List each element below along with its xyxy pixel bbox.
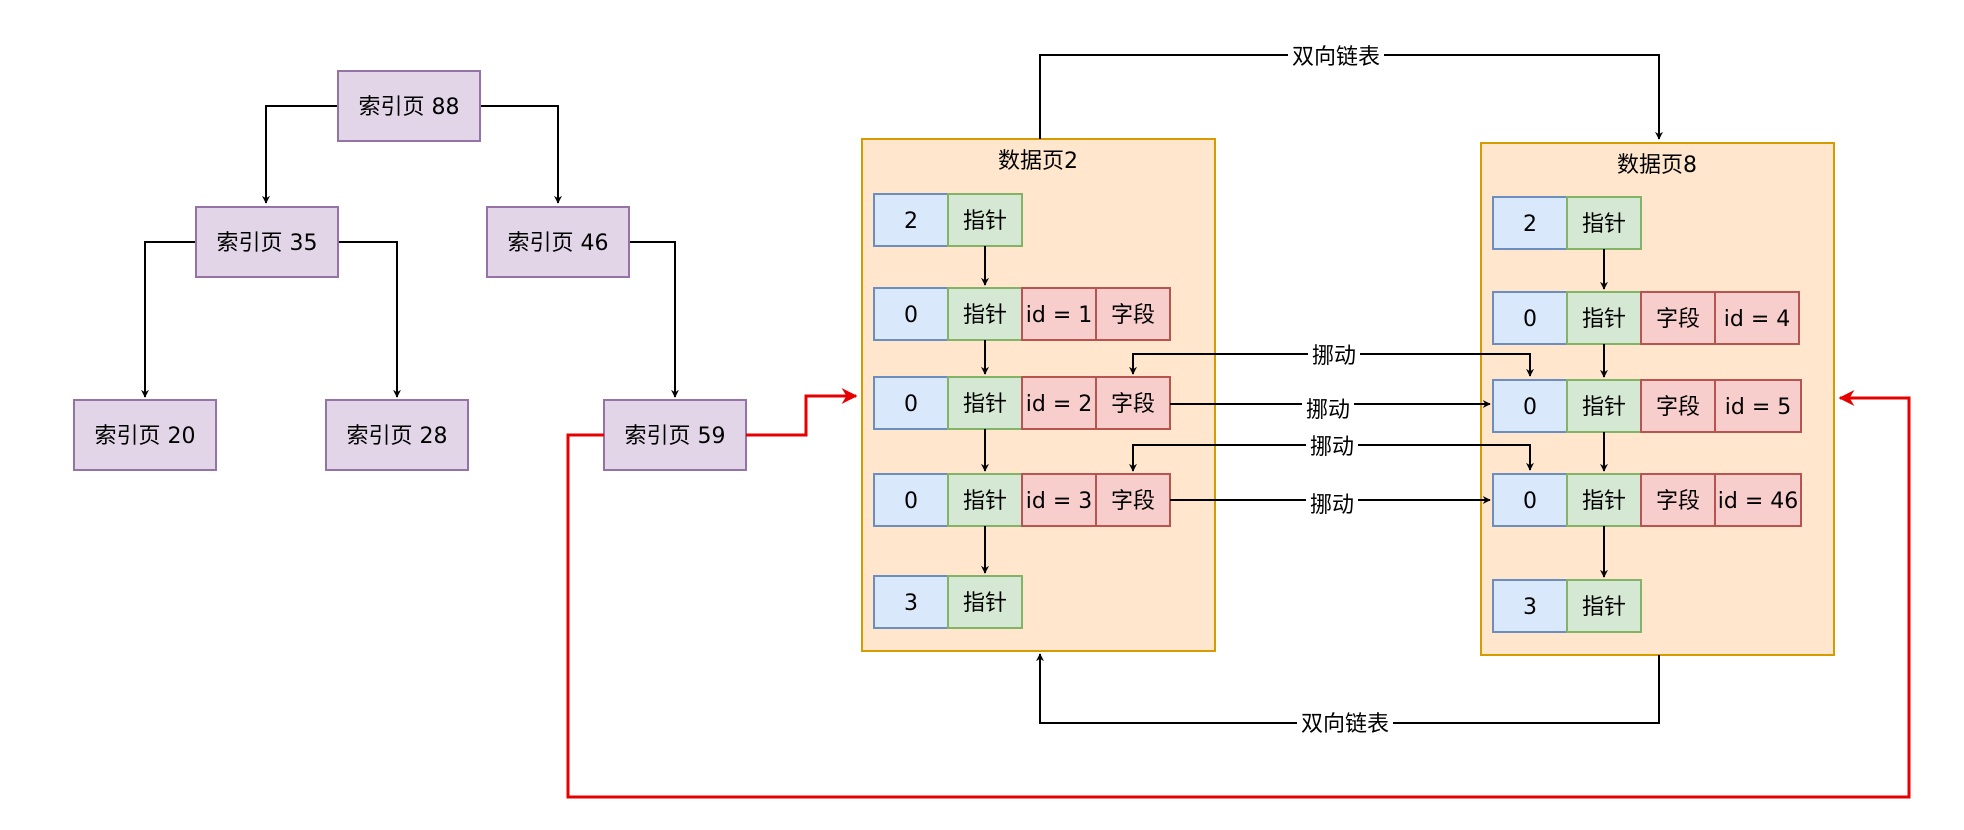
record-pointer: 指针 (963, 392, 1007, 417)
index-node-88: 索引页 88 (337, 70, 481, 142)
record-type: 3 (904, 591, 918, 616)
record-type: 0 (904, 392, 918, 417)
record-cell: id = 46 (1718, 489, 1799, 514)
index-node-28: 索引页 28 (325, 399, 469, 471)
record-type: 2 (1523, 212, 1537, 237)
record-pointer: 指针 (963, 209, 1007, 234)
page8-record-id5: 0 指针 字段 id = 5 (1492, 379, 1802, 433)
record-type: 0 (1523, 307, 1537, 332)
index-node-59: 索引页 59 (603, 399, 747, 471)
move-label: 挪动 (1310, 493, 1354, 518)
record-type: 0 (1523, 395, 1537, 420)
index-node-46: 索引页 46 (486, 206, 630, 278)
page8-record-supremum: 3 指针 (1492, 579, 1642, 633)
index-node-label: 索引页 20 (95, 424, 196, 449)
record-cell: id = 1 (1026, 303, 1093, 328)
record-cell: id = 3 (1026, 489, 1093, 514)
record-chain-edges (981, 246, 1608, 578)
record-cell: 字段 (1111, 392, 1155, 417)
page8-record-infimum: 2 指针 (1492, 196, 1642, 250)
page8-record-id46: 0 指针 字段 id = 46 (1492, 473, 1802, 527)
edge-88-to-35 (262, 105, 338, 204)
record-cell: 字段 (1656, 395, 1700, 420)
edge-35-to-20 (141, 241, 196, 398)
red-edge-59-to-page2 (746, 388, 858, 437)
edge-88-to-46 (480, 105, 562, 204)
record-pointer: 指针 (1582, 489, 1626, 514)
record-cell: 字段 (1111, 489, 1155, 514)
record-type: 0 (904, 303, 918, 328)
index-node-20: 索引页 20 (73, 399, 217, 471)
record-type: 3 (1523, 595, 1537, 620)
record-pointer: 指针 (1582, 307, 1626, 332)
edge-35-to-28 (338, 241, 401, 398)
record-cell: id = 2 (1026, 392, 1093, 417)
page2-record-id1: 0 指针 id = 1 字段 (873, 287, 1171, 341)
record-type: 0 (904, 489, 918, 514)
record-pointer: 指针 (963, 303, 1007, 328)
index-node-label: 索引页 28 (347, 424, 448, 449)
index-node-label: 索引页 59 (625, 424, 726, 449)
index-node-35: 索引页 35 (195, 206, 339, 278)
record-cell: 字段 (1656, 489, 1700, 514)
edge-46-to-59 (629, 241, 679, 398)
record-type: 0 (1523, 489, 1537, 514)
page2-record-infimum: 2 指针 (873, 193, 1023, 247)
linked-list-top-label: 双向链表 (1292, 45, 1380, 70)
index-node-label: 索引页 35 (217, 231, 318, 256)
page2-record-id3: 0 指针 id = 3 字段 (873, 473, 1171, 527)
record-type: 2 (904, 209, 918, 234)
page2-record-supremum: 3 指针 (873, 575, 1023, 629)
index-node-label: 索引页 46 (508, 231, 609, 256)
record-pointer: 指针 (1582, 212, 1626, 237)
record-pointer: 指针 (1582, 595, 1626, 620)
page8-record-id4: 0 指针 字段 id = 4 (1492, 291, 1800, 345)
record-pointer: 指针 (963, 489, 1007, 514)
data-page-2-title: 数据页2 (998, 149, 1078, 174)
move-label: 挪动 (1312, 344, 1356, 369)
record-pointer: 指针 (963, 591, 1007, 616)
record-cell: 字段 (1656, 307, 1700, 332)
edge-labels: 双向链表 双向链表 挪动 挪动 挪动 挪动 (1288, 43, 1393, 737)
red-edge-59-to-page8 (566, 390, 1911, 799)
record-cell: id = 5 (1725, 395, 1792, 420)
record-cell: 字段 (1111, 303, 1155, 328)
data-page-8-title: 数据页8 (1617, 153, 1697, 178)
linked-list-bottom-label: 双向链表 (1301, 712, 1389, 737)
record-pointer: 指针 (1582, 395, 1626, 420)
move-label: 挪动 (1306, 398, 1350, 423)
index-tree-edges (141, 105, 679, 398)
record-cell: id = 4 (1724, 307, 1791, 332)
page2-record-id2: 0 指针 id = 2 字段 (873, 376, 1171, 430)
move-label: 挪动 (1310, 435, 1354, 460)
index-node-label: 索引页 88 (359, 95, 460, 120)
highlight-edges (566, 388, 1911, 799)
